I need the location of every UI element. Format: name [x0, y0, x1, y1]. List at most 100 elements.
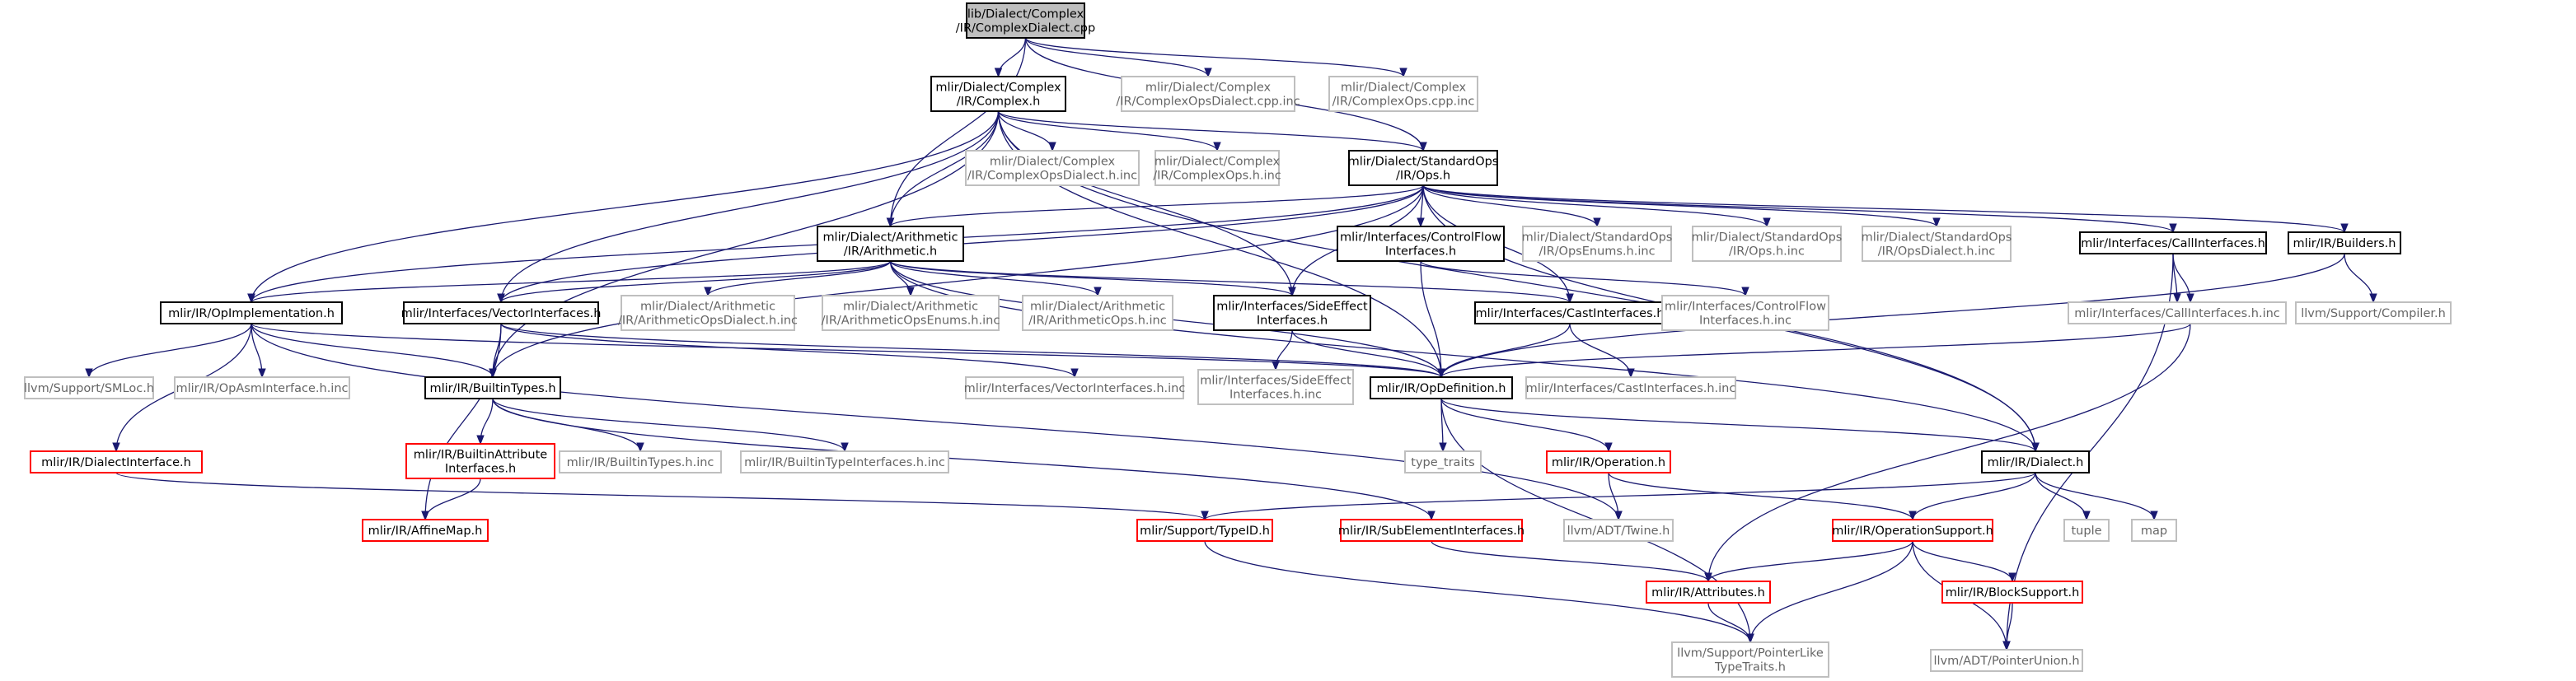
node-attributes_h[interactable]: mlir/IR/Attributes.h — [1646, 581, 1771, 604]
node-label: Interfaces.h.inc — [1699, 315, 1791, 328]
node-builtintypes_h_inc[interactable]: mlir/IR/BuiltinTypes.h.inc — [559, 450, 722, 473]
node-dialect_h[interactable]: mlir/IR/Dialect.h — [1981, 450, 2090, 473]
node-complex_h[interactable]: mlir/Dialect/Complex/IR/Complex.h — [930, 76, 1066, 112]
node-opasm_h_inc[interactable]: mlir/IR/OpAsmInterface.h.inc — [174, 376, 350, 399]
node-complexops_cpp_inc[interactable]: mlir/Dialect/Complex/IR/ComplexOps.cpp.i… — [1328, 76, 1478, 112]
node-builtintypeif_h_inc[interactable]: mlir/IR/BuiltinTypeInterfaces.h.inc — [740, 450, 949, 473]
node-arith_h[interactable]: mlir/Dialect/Arithmetic/IR/Arithmetic.h — [817, 226, 964, 262]
node-controlflow_h_inc[interactable]: mlir/Interfaces/ControlFlowInterfaces.h.… — [1661, 295, 1829, 331]
arrowhead-builtintypes_h-to-builtintypeif_h_inc — [841, 442, 849, 453]
arrowhead-arith_h-to-arithops_h_inc — [1094, 287, 1102, 297]
node-pointerunion_h[interactable]: llvm/ADT/PointerUnion.h — [1930, 649, 2083, 672]
arrowhead-opsupport_h-to-blocksupport_h — [2008, 572, 2016, 583]
node-label: mlir/Dialect/Arithmetic — [843, 301, 978, 314]
node-map[interactable]: map — [2131, 519, 2177, 542]
node-complexopsdialect_h_inc[interactable]: mlir/Dialect/Complex/IR/ComplexOpsDialec… — [965, 150, 1140, 186]
node-builders_h[interactable]: mlir/IR/Builders.h — [2288, 231, 2401, 254]
node-compiler_h[interactable]: llvm/Support/Compiler.h — [2295, 301, 2452, 324]
node-opsdialect_h_inc[interactable]: mlir/Dialect/StandardOps/IR/OpsDialect.h… — [1862, 226, 2012, 262]
edge-vectorinterfaces_h-to-affinemap_h — [424, 323, 502, 520]
node-label: mlir/Interfaces/CastInterfaces.h.inc — [1526, 382, 1736, 395]
node-arithdialect_h_inc[interactable]: mlir/Dialect/Arithmetic/IR/ArithmeticOps… — [618, 295, 798, 331]
node-operation_h[interactable]: mlir/IR/Operation.h — [1546, 450, 1671, 473]
node-smloc_h[interactable]: llvm/Support/SMLoc.h — [24, 376, 154, 399]
node-blocksupport_h[interactable]: mlir/IR/BlockSupport.h — [1941, 581, 2083, 604]
edge-typeid_h-to-pointerlike_h — [1204, 540, 1751, 643]
node-vectorinterfaces_h_inc[interactable]: mlir/Interfaces/VectorInterfaces.h.inc — [964, 376, 1186, 399]
node-label: TypeTraits.h — [1714, 661, 1786, 674]
arrowhead-root-to-complexopsdialect_cpp_inc — [1204, 68, 1212, 78]
arrowhead-arith_h-to-castinterfaces_h — [1566, 293, 1574, 304]
node-tuple[interactable]: tuple — [2063, 519, 2110, 542]
node-label: /IR/OpsEnums.h.inc — [1539, 245, 1655, 259]
node-box — [1136, 519, 1273, 542]
node-subelem_h[interactable]: mlir/IR/SubElementInterfaces.h — [1338, 519, 1525, 542]
node-label: Interfaces.h — [1385, 245, 1456, 259]
node-box — [817, 226, 964, 262]
node-castinterfaces_h[interactable]: mlir/Interfaces/CastInterfaces.h — [1474, 301, 1665, 324]
node-label: mlir/Support/TypeID.h — [1140, 525, 1270, 538]
node-opdefinition_h[interactable]: mlir/IR/OpDefinition.h — [1370, 376, 1513, 399]
node-box — [424, 376, 561, 399]
node-box — [1022, 295, 1173, 331]
node-label: Interfaces.h — [445, 463, 516, 476]
node-root[interactable]: lib/Dialect/Complex/IR/ComplexDialect.cp… — [956, 2, 1095, 39]
edge-castinterfaces_h-to-castinterfaces_h_inc — [1569, 323, 1632, 378]
node-box — [160, 301, 343, 324]
node-castinterfaces_h_inc[interactable]: mlir/Interfaces/CastInterfaces.h.inc — [1525, 376, 1736, 399]
arrowhead-complex_h-to-stdops_h — [1419, 142, 1427, 152]
node-box — [1522, 226, 1672, 262]
node-box — [2068, 301, 2287, 324]
node-label: lib/Dialect/Complex — [967, 8, 1084, 21]
node-complexops_h_inc[interactable]: mlir/Dialect/Complex/IR/ComplexOps.h.inc — [1153, 150, 1281, 186]
node-label: llvm/ADT/Twine.h — [1567, 525, 1670, 538]
node-dialectinterface_h[interactable]: mlir/IR/DialectInterface.h — [30, 450, 203, 473]
node-label: /IR/ArithmeticOps.h.inc — [1028, 315, 1166, 328]
node-stdops_h[interactable]: mlir/Dialect/StandardOps/IR/Ops.h — [1348, 150, 1499, 186]
node-type_traits[interactable]: type_traits — [1404, 450, 1482, 473]
edge-stdops_h-to-opsenums_h_inc — [1422, 184, 1598, 227]
node-ops_h_inc[interactable]: mlir/Dialect/StandardOps/IR/Ops.h.inc — [1692, 226, 1843, 262]
arrowhead-opsupport_h-to-attributes_h — [1704, 572, 1712, 583]
node-opimpl_h[interactable]: mlir/IR/OpImplementation.h — [160, 301, 343, 324]
node-callinterfaces_h_inc[interactable]: mlir/Interfaces/CallInterfaces.h.inc — [2068, 301, 2287, 324]
node-arithops_h_inc[interactable]: mlir/Dialect/Arithmetic/IR/ArithmeticOps… — [1022, 295, 1173, 331]
arrowhead-opdefinition_h-to-dialect_h — [2031, 442, 2040, 453]
node-complexopsdialect_cpp_inc[interactable]: mlir/Dialect/Complex/IR/ComplexOpsDialec… — [1116, 76, 1300, 112]
node-builtintypes_h[interactable]: mlir/IR/BuiltinTypes.h — [424, 376, 561, 399]
arrowhead-stdops_h-to-builders_h — [2340, 223, 2349, 234]
node-typeid_h[interactable]: mlir/Support/TypeID.h — [1136, 519, 1273, 542]
node-sideeffect_h_inc[interactable]: mlir/Interfaces/SideEffectInterfaces.h.i… — [1197, 369, 1354, 405]
node-callinterfaces_h[interactable]: mlir/Interfaces/CallInterfaces.h — [2079, 231, 2267, 254]
node-label: Interfaces.h — [1257, 315, 1328, 328]
edge-arith_h-to-opimpl_h — [251, 260, 892, 303]
node-box — [559, 450, 722, 473]
node-box — [1525, 376, 1736, 399]
node-label: mlir/Interfaces/CallInterfaces.h — [2081, 237, 2265, 250]
node-opsupport_h[interactable]: mlir/IR/OperationSupport.h — [1832, 519, 1993, 542]
node-twine_h[interactable]: llvm/ADT/Twine.h — [1563, 519, 1674, 542]
node-opsenums_h_inc[interactable]: mlir/Dialect/StandardOps/IR/OpsEnums.h.i… — [1522, 226, 1673, 262]
edge-stdops_h-to-opsdialect_h_inc — [1422, 184, 1937, 227]
node-label: mlir/Interfaces/ControlFlow — [1665, 301, 1826, 314]
node-vectorinterfaces_h[interactable]: mlir/Interfaces/VectorInterfaces.h — [401, 301, 602, 324]
node-label: mlir/Dialect/Complex — [1145, 82, 1272, 95]
node-affinemap_h[interactable]: mlir/IR/AffineMap.h — [362, 519, 489, 542]
arrowhead-opimpl_h-to-smloc_h — [85, 368, 93, 379]
edge-root-to-complexopsdialect_cpp_inc — [1024, 37, 1209, 77]
node-label: llvm/Support/Compiler.h — [2301, 307, 2446, 320]
node-label: mlir/IR/OpImplementation.h — [168, 307, 335, 320]
arrowhead-stdops_h-to-callinterfaces_h — [2169, 223, 2177, 234]
node-arithenums_h_inc[interactable]: mlir/Dialect/Arithmetic/IR/ArithmeticOps… — [822, 295, 1000, 331]
arrowhead-builtintypes_h-to-builtinattrif_h — [476, 435, 485, 445]
arrowhead-callinterfaces_h-to-callinterfaces_h_inc — [2173, 293, 2181, 304]
edge-stdops_h-to-arith_h — [889, 184, 1424, 227]
node-label: mlir/IR/DialectInterface.h — [41, 456, 191, 469]
node-box — [1348, 150, 1498, 186]
arrowhead-opimpl_h-to-opasm_h_inc — [258, 368, 266, 379]
node-label: mlir/IR/BuiltinTypeInterfaces.h.inc — [744, 456, 945, 469]
